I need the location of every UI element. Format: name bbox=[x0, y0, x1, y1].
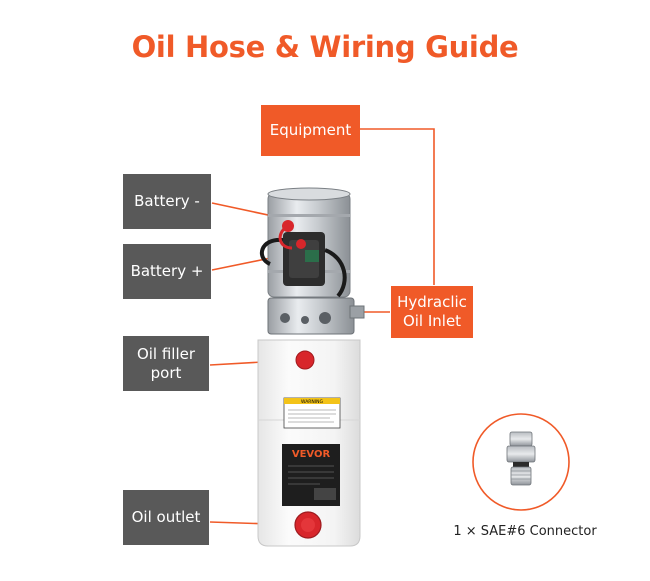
hydraulic-oil-inlet-label: Hydraclic Oil Inlet bbox=[391, 286, 473, 338]
oil-filler-line2: port bbox=[150, 363, 182, 382]
connector-caption: 1 × SAE#6 Connector bbox=[453, 524, 597, 539]
wire-red bbox=[278, 226, 293, 250]
battery-minus-label-text: Battery - bbox=[134, 192, 200, 210]
battery-plus-label: Battery + bbox=[123, 244, 211, 299]
terminal-cap-red bbox=[282, 220, 294, 232]
sae-connector-icon bbox=[506, 431, 536, 486]
terminal-cap-red-2 bbox=[296, 239, 306, 249]
hydraulic-inlet-line1: Hydraclic bbox=[397, 293, 467, 311]
hydraulic-inlet-line2: Oil Inlet bbox=[402, 312, 462, 330]
oil-outlet-label: Oil outlet bbox=[123, 490, 209, 545]
oil-filler-port-label: Oil filler port bbox=[123, 336, 209, 391]
equipment-connector-line bbox=[360, 128, 435, 285]
oil-filler-line1: Oil filler bbox=[136, 344, 196, 363]
wire-black-left bbox=[259, 237, 284, 266]
battery-plus-label-text: Battery + bbox=[130, 262, 204, 280]
motor-top-cap bbox=[267, 187, 351, 201]
inlet-port bbox=[349, 305, 365, 319]
equipment-label-text: Equipment bbox=[269, 121, 352, 139]
battery-minus-label: Battery - bbox=[123, 174, 211, 229]
brand-logo-text: VEVOR bbox=[292, 449, 331, 460]
oil-outlet-label-text: Oil outlet bbox=[131, 508, 201, 526]
equipment-label: Equipment bbox=[261, 105, 360, 156]
warning-text: WARNING bbox=[301, 399, 323, 405]
filler-cap bbox=[295, 350, 315, 370]
page-title: Oil Hose & Wiring Guide bbox=[131, 30, 519, 64]
wire-black-right bbox=[324, 248, 347, 298]
